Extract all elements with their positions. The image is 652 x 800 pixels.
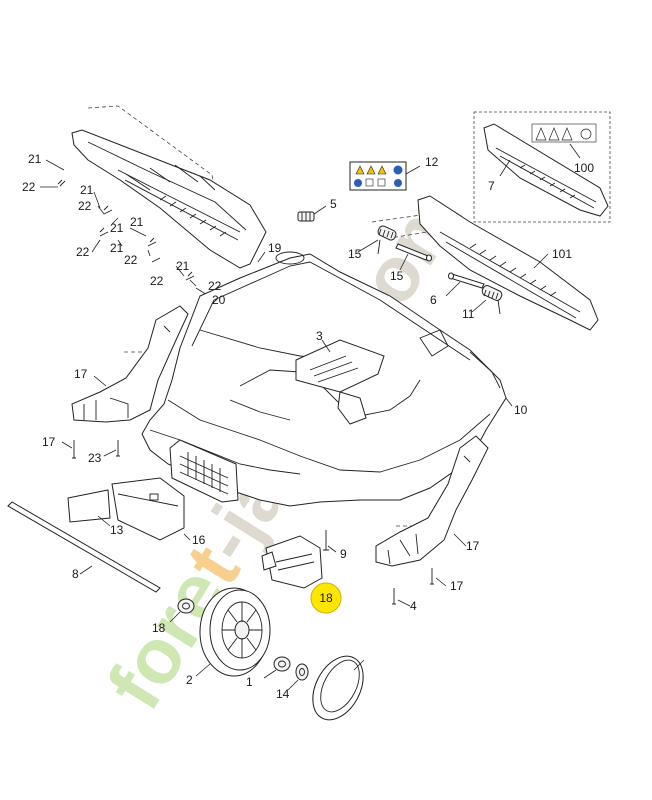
callout-18: 18 (152, 621, 166, 635)
screws-17-left (61, 440, 120, 459)
part-10-left-bracket (71, 305, 189, 423)
callout-3: 10 (514, 403, 528, 417)
part-13-front-piece (111, 477, 191, 541)
part-16-screw (323, 530, 337, 553)
callout-10: 17 (74, 367, 88, 381)
part-18-bearing-lower (263, 656, 291, 679)
highlighted-callout-8[interactable]: 18 (310, 582, 342, 614)
callout-17: 17 (42, 435, 56, 449)
callout-21: 21 (110, 221, 124, 235)
callout-100: 7 (488, 179, 495, 193)
callout-15: 6 (430, 293, 437, 307)
part-23-foam-pad (67, 489, 111, 527)
part-8-bracket (261, 535, 323, 589)
callout-21: 21 (28, 152, 42, 166)
part-6-spring (471, 285, 503, 315)
callout-16: 9 (340, 547, 347, 561)
part-4-axle-rod (7, 501, 161, 593)
callout-1: 2 (186, 673, 193, 687)
callout-4: 8 (72, 567, 79, 581)
callout-11: 101 (552, 247, 572, 261)
part-11-front-cover (417, 195, 599, 331)
callout-21: 21 (176, 259, 190, 273)
callout-19: 12 (425, 155, 439, 169)
callout-18: 1 (246, 675, 253, 689)
callout-22: 22 (150, 274, 164, 288)
callout-15: 15 (390, 269, 404, 283)
callout-17: 23 (88, 451, 102, 465)
callout-5: 15 (348, 247, 362, 261)
callout-21: 22 (208, 279, 222, 293)
callout-8: 18 (319, 591, 333, 605)
screws-21-22-group (40, 159, 266, 299)
part-15-pin-lower (445, 272, 485, 297)
callout-2: 14 (276, 687, 290, 701)
part-7-chute-flap (295, 339, 385, 425)
part-9-right-bracket (375, 435, 489, 567)
callout-101: 100 (574, 161, 594, 175)
callout-21: 21 (80, 183, 94, 197)
callout-21: 21 (130, 215, 144, 229)
part-18-bearing-upper (169, 598, 195, 623)
screws-17-right (392, 568, 447, 607)
part-1-wheel (195, 587, 271, 677)
callout-6: 11 (462, 307, 475, 321)
part-14-hub-cap (312, 655, 365, 721)
callout-23: 13 (110, 523, 124, 537)
part-15-pin-upper (395, 243, 432, 271)
part-12-bushing (297, 205, 327, 222)
part-2-hub-nut (287, 663, 309, 691)
part-20-rear-cover (71, 105, 267, 269)
callout-22: 22 (124, 253, 138, 267)
callout-22: 22 (22, 180, 36, 194)
callout-21: 21 (110, 241, 124, 255)
callout-22: 22 (76, 245, 90, 259)
callout-13: 16 (192, 533, 206, 547)
callout-22: 22 (78, 199, 92, 213)
callout-20: 19 (268, 241, 282, 255)
inset-box-100-101 (473, 111, 611, 223)
part-19-warning-label (349, 161, 421, 191)
callout-17: 4 (410, 599, 417, 613)
callout-7: 3 (316, 329, 323, 343)
callout-17: 17 (450, 579, 464, 593)
callout-12: 5 (330, 197, 337, 211)
callout-22: 20 (212, 293, 226, 307)
callout-labels: 21 22 21 22 21 21 22 22 22 21 21 22 20 1… (22, 152, 594, 701)
callout-9: 17 (466, 539, 480, 553)
